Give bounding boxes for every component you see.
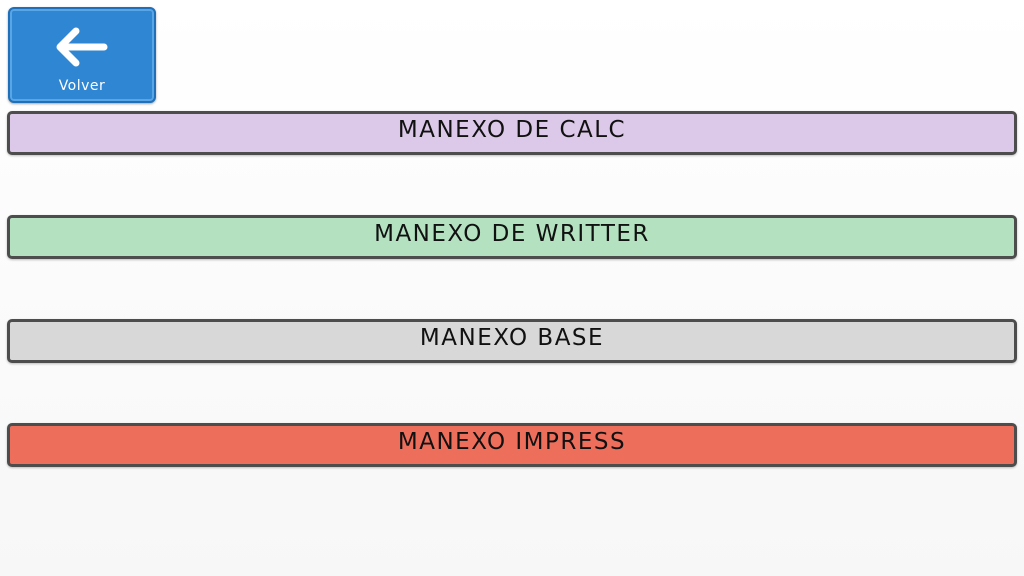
back-button[interactable]: Volver (8, 7, 156, 103)
menu-item-label: MANEXO DE WRITTER (374, 221, 650, 247)
menu-item-base[interactable]: MANEXO BASE (7, 319, 1017, 363)
back-label: Volver (58, 78, 106, 94)
menu-item-calc[interactable]: MANEXO DE CALC (7, 111, 1017, 155)
menu-item-writer[interactable]: MANEXO DE WRITTER (7, 215, 1017, 259)
arrow-left-icon (56, 27, 108, 67)
menu-item-label: MANEXO IMPRESS (397, 429, 627, 455)
menu-item-label: MANEXO DE CALC (397, 117, 627, 143)
menu-item-label: MANEXO BASE (419, 325, 605, 351)
menu-item-impress[interactable]: MANEXO IMPRESS (7, 423, 1017, 467)
menu-list: MANEXO DE CALC MANEXO DE WRITTER MANEXO … (7, 111, 1017, 527)
